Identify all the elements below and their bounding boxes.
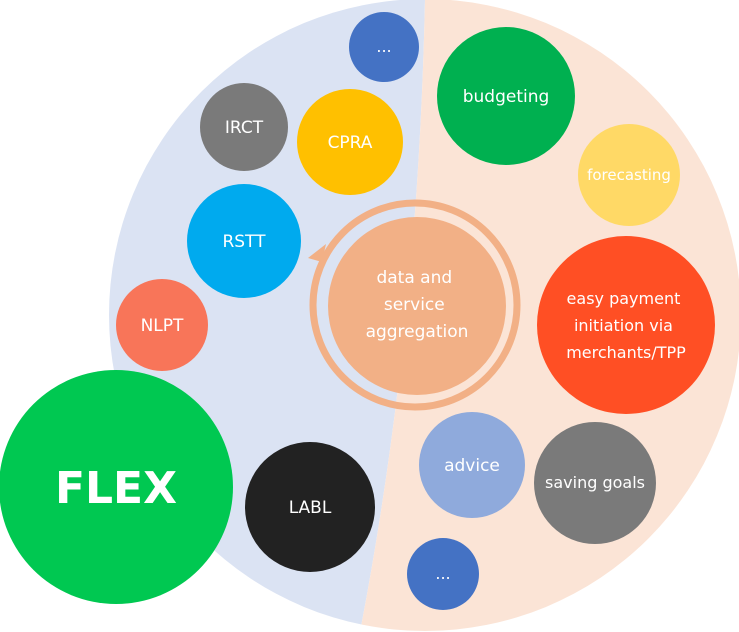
- center-line-1: data and: [376, 268, 452, 288]
- bubble-forecasting-label: forecasting: [587, 166, 671, 184]
- ring-arrow-icon: [308, 244, 326, 262]
- bubble-labl: LABL: [245, 442, 375, 572]
- bubble-advice-label: advice: [444, 456, 500, 476]
- bubble-nlpt: NLPT: [116, 279, 208, 371]
- bubble-nlpt-label: NLPT: [141, 316, 184, 336]
- bubble-more-bottom-label: ...: [435, 564, 450, 583]
- bubble-irct: IRCT: [200, 83, 288, 171]
- center-line-2: service: [384, 295, 445, 315]
- bubble-advice: advice: [419, 412, 525, 518]
- easy-payment-line-1: easy payment: [567, 289, 681, 308]
- center-label: data and service aggregation: [366, 268, 469, 342]
- center-hub: data and service aggregation: [308, 199, 521, 411]
- bubble-irct-label: IRCT: [225, 118, 264, 138]
- bubble-saving-goals: saving goals: [534, 422, 656, 544]
- center-core: [328, 217, 506, 395]
- bubble-flex: FLEX: [0, 370, 233, 604]
- bubble-forecasting: forecasting: [578, 124, 680, 226]
- bubble-labl-label: LABL: [289, 498, 332, 518]
- bubble-more-bottom: ...: [407, 538, 479, 610]
- easy-payment-line-3: merchants/TPP: [566, 343, 686, 362]
- bubble-budgeting-label: budgeting: [463, 87, 550, 107]
- bubble-easy-payment: easy payment initiation via merchants/TP…: [537, 236, 715, 414]
- center-line-3: aggregation: [366, 322, 469, 342]
- bubble-rstt-label: RSTT: [222, 232, 266, 252]
- bubble-rstt: RSTT: [187, 184, 301, 298]
- bubble-saving-goals-label: saving goals: [545, 473, 645, 492]
- bubble-flex-label: FLEX: [55, 463, 177, 514]
- bubble-budgeting: budgeting: [437, 27, 575, 165]
- bubble-cpra-label: CPRA: [328, 133, 373, 153]
- bubble-more-top: ...: [349, 12, 419, 82]
- center-ring: [309, 199, 521, 411]
- bubble-cpra: CPRA: [297, 89, 403, 195]
- bubble-more-top-label: ...: [376, 37, 391, 56]
- easy-payment-line-2: initiation via: [574, 316, 673, 335]
- bubble-easy-payment-label: easy payment initiation via merchants/TP…: [566, 289, 686, 362]
